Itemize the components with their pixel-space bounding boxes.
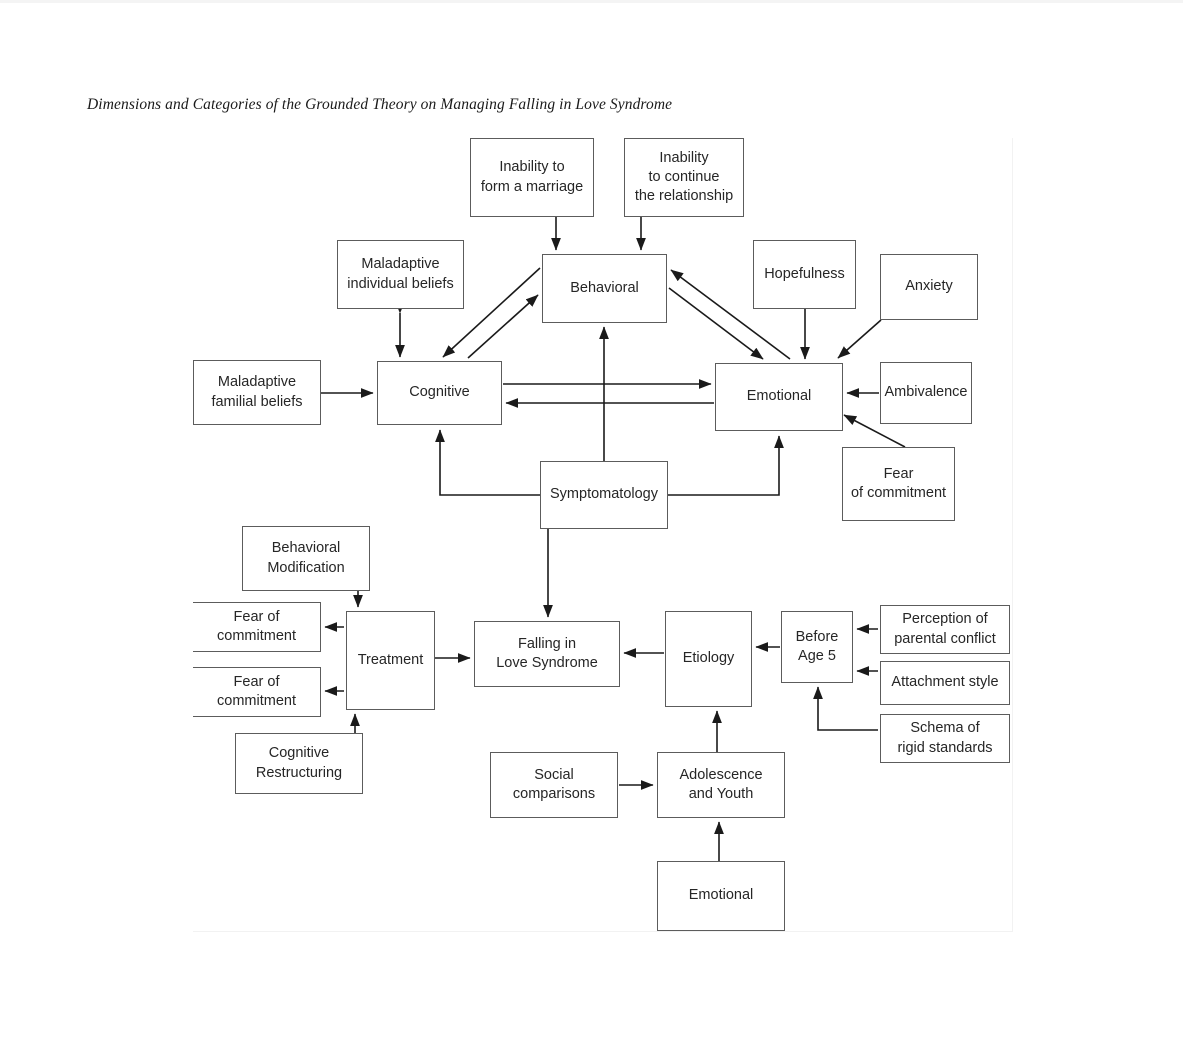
node-cognitive-restructuring[interactable]: Cognitive Restructuring (235, 733, 363, 794)
node-fear-of-commitment-1[interactable]: Fear of commitment (193, 602, 321, 652)
node-anxiety[interactable]: Anxiety (880, 254, 978, 320)
node-maladaptive-individual-beliefs[interactable]: Maladaptive individual beliefs (337, 240, 464, 309)
node-etiology[interactable]: Etiology (665, 611, 752, 707)
node-ambivalence[interactable]: Ambivalence (880, 362, 972, 424)
node-maladaptive-familial-beliefs[interactable]: Maladaptive familial beliefs (193, 360, 321, 425)
edge-schema-rigid-before-age-5 (813, 686, 878, 731)
node-treatment[interactable]: Treatment (346, 611, 435, 710)
node-social-comparisons[interactable]: Social comparisons (490, 752, 618, 818)
edge-behavioral-to-cognitive (442, 267, 541, 358)
node-adolescence-and-youth[interactable]: Adolescence and Youth (657, 752, 785, 818)
edge-cognitive-to-behavioral (467, 294, 539, 359)
diagram-canvas-panel (193, 138, 1013, 932)
node-falling-in-love-syndrome[interactable]: Falling in Love Syndrome (474, 621, 620, 687)
node-fear-of-commitment-2[interactable]: Fear of commitment (193, 667, 321, 717)
edge-emotional-to-behavioral (670, 269, 791, 360)
node-emotional-top[interactable]: Emotional (715, 363, 843, 431)
edge-symptomatology-cognitive (435, 429, 540, 496)
node-perception-of-parental-conflict[interactable]: Perception of parental conflict (880, 605, 1010, 654)
edge-behavioral-to-emotional (668, 287, 764, 360)
node-behavioral[interactable]: Behavioral (542, 254, 667, 323)
node-attachment-style[interactable]: Attachment style (880, 661, 1010, 705)
node-inability-to-form-a-marriage[interactable]: Inability to form a marriage (470, 138, 594, 217)
figure-title: Dimensions and Categories of the Grounde… (87, 96, 673, 113)
edge-symptomatology-emotional (668, 435, 784, 496)
node-schema-of-rigid-standards[interactable]: Schema of rigid standards (880, 714, 1010, 763)
node-before-age-5[interactable]: Before Age 5 (781, 611, 853, 683)
node-inability-to-continue-the-relationship[interactable]: Inability to continue the relationship (624, 138, 744, 217)
edge-anxiety-emotional (837, 319, 882, 359)
node-symptomatology[interactable]: Symptomatology (540, 461, 668, 529)
edge-fear-commitment-right-emotional (843, 414, 906, 448)
node-hopefulness[interactable]: Hopefulness (753, 240, 856, 309)
node-behavioral-modification[interactable]: Behavioral Modification (242, 526, 370, 591)
node-cognitive[interactable]: Cognitive (377, 361, 502, 425)
node-fear-of-commitment-right[interactable]: Fear of commitment (842, 447, 955, 521)
top-hairline (0, 0, 1183, 3)
node-emotional-bottom[interactable]: Emotional (657, 861, 785, 931)
